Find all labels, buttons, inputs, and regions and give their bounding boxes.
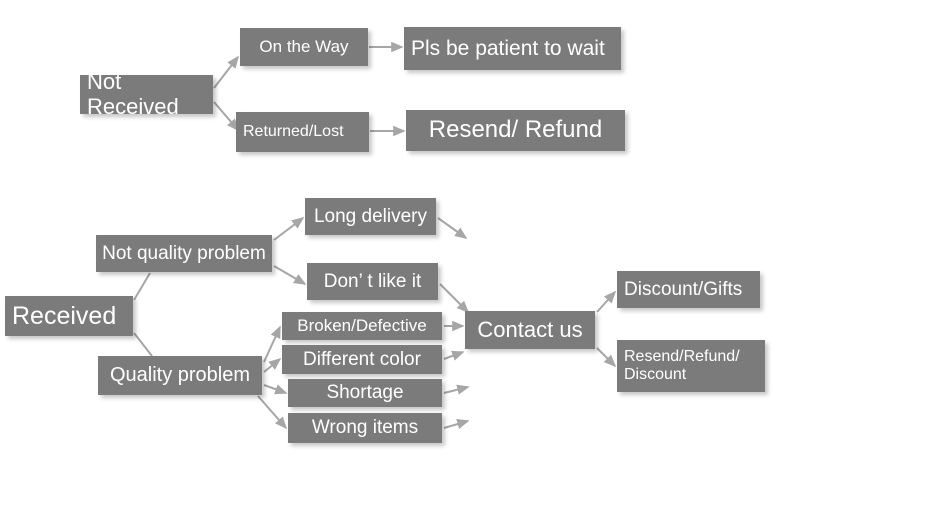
node-long-delivery[interactable]: Long delivery bbox=[305, 198, 436, 235]
edge-not-quality-to-long-delivery bbox=[273, 217, 305, 241]
edge-quality-to-wrong-items bbox=[257, 395, 288, 430]
node-contact-us[interactable]: Contact us bbox=[465, 311, 595, 349]
node-discount-gifts[interactable]: Discount/Gifts bbox=[617, 271, 760, 308]
node-pls-be-patient[interactable]: Pls be patient to wait bbox=[404, 27, 621, 70]
edge-not-received-to-on-the-way bbox=[213, 55, 239, 89]
edge-quality-to-broken-defective bbox=[263, 325, 281, 363]
node-not-quality[interactable]: Not quality problem bbox=[96, 235, 272, 272]
edge-received-to-quality bbox=[133, 332, 153, 357]
node-not-received[interactable]: Not Received bbox=[80, 69, 213, 118]
node-shortage[interactable]: Shortage bbox=[288, 379, 442, 407]
edge-not-quality-to-dont-like bbox=[273, 265, 307, 285]
node-dont-like[interactable]: Don’ t like it bbox=[307, 263, 438, 300]
edge-received-to-not-quality bbox=[133, 272, 151, 301]
node-received[interactable]: Received bbox=[5, 296, 133, 336]
node-quality[interactable]: Quality problem bbox=[98, 356, 262, 395]
node-different-color[interactable]: Different color bbox=[282, 345, 442, 374]
edge-shortage-to-contact-us bbox=[443, 384, 470, 395]
edge-quality-to-shortage bbox=[263, 384, 288, 395]
edge-wrong-items-to-contact-us bbox=[443, 419, 470, 430]
edge-quality-to-different-color bbox=[263, 357, 282, 373]
node-on-the-way[interactable]: On the Way bbox=[240, 28, 368, 66]
edge-not-received-to-returned-lost bbox=[213, 101, 240, 132]
edge-long-delivery-to-contact-us bbox=[437, 217, 468, 239]
edge-contact-us-to-discount-gifts bbox=[596, 290, 617, 313]
edge-dont-like-to-contact-us bbox=[439, 283, 470, 314]
node-returned-lost[interactable]: Returned/Lost bbox=[236, 112, 369, 152]
node-wrong-items[interactable]: Wrong items bbox=[288, 413, 442, 443]
edge-different-color-to-contact-us bbox=[443, 350, 465, 361]
node-broken-defective[interactable]: Broken/Defective bbox=[282, 312, 442, 340]
edge-contact-us-to-resend-refund-discount bbox=[596, 347, 617, 368]
node-resend-refund-discount[interactable]: Resend/Refund/ Discount bbox=[617, 340, 765, 392]
node-resend-refund[interactable]: Resend/ Refund bbox=[406, 110, 625, 151]
